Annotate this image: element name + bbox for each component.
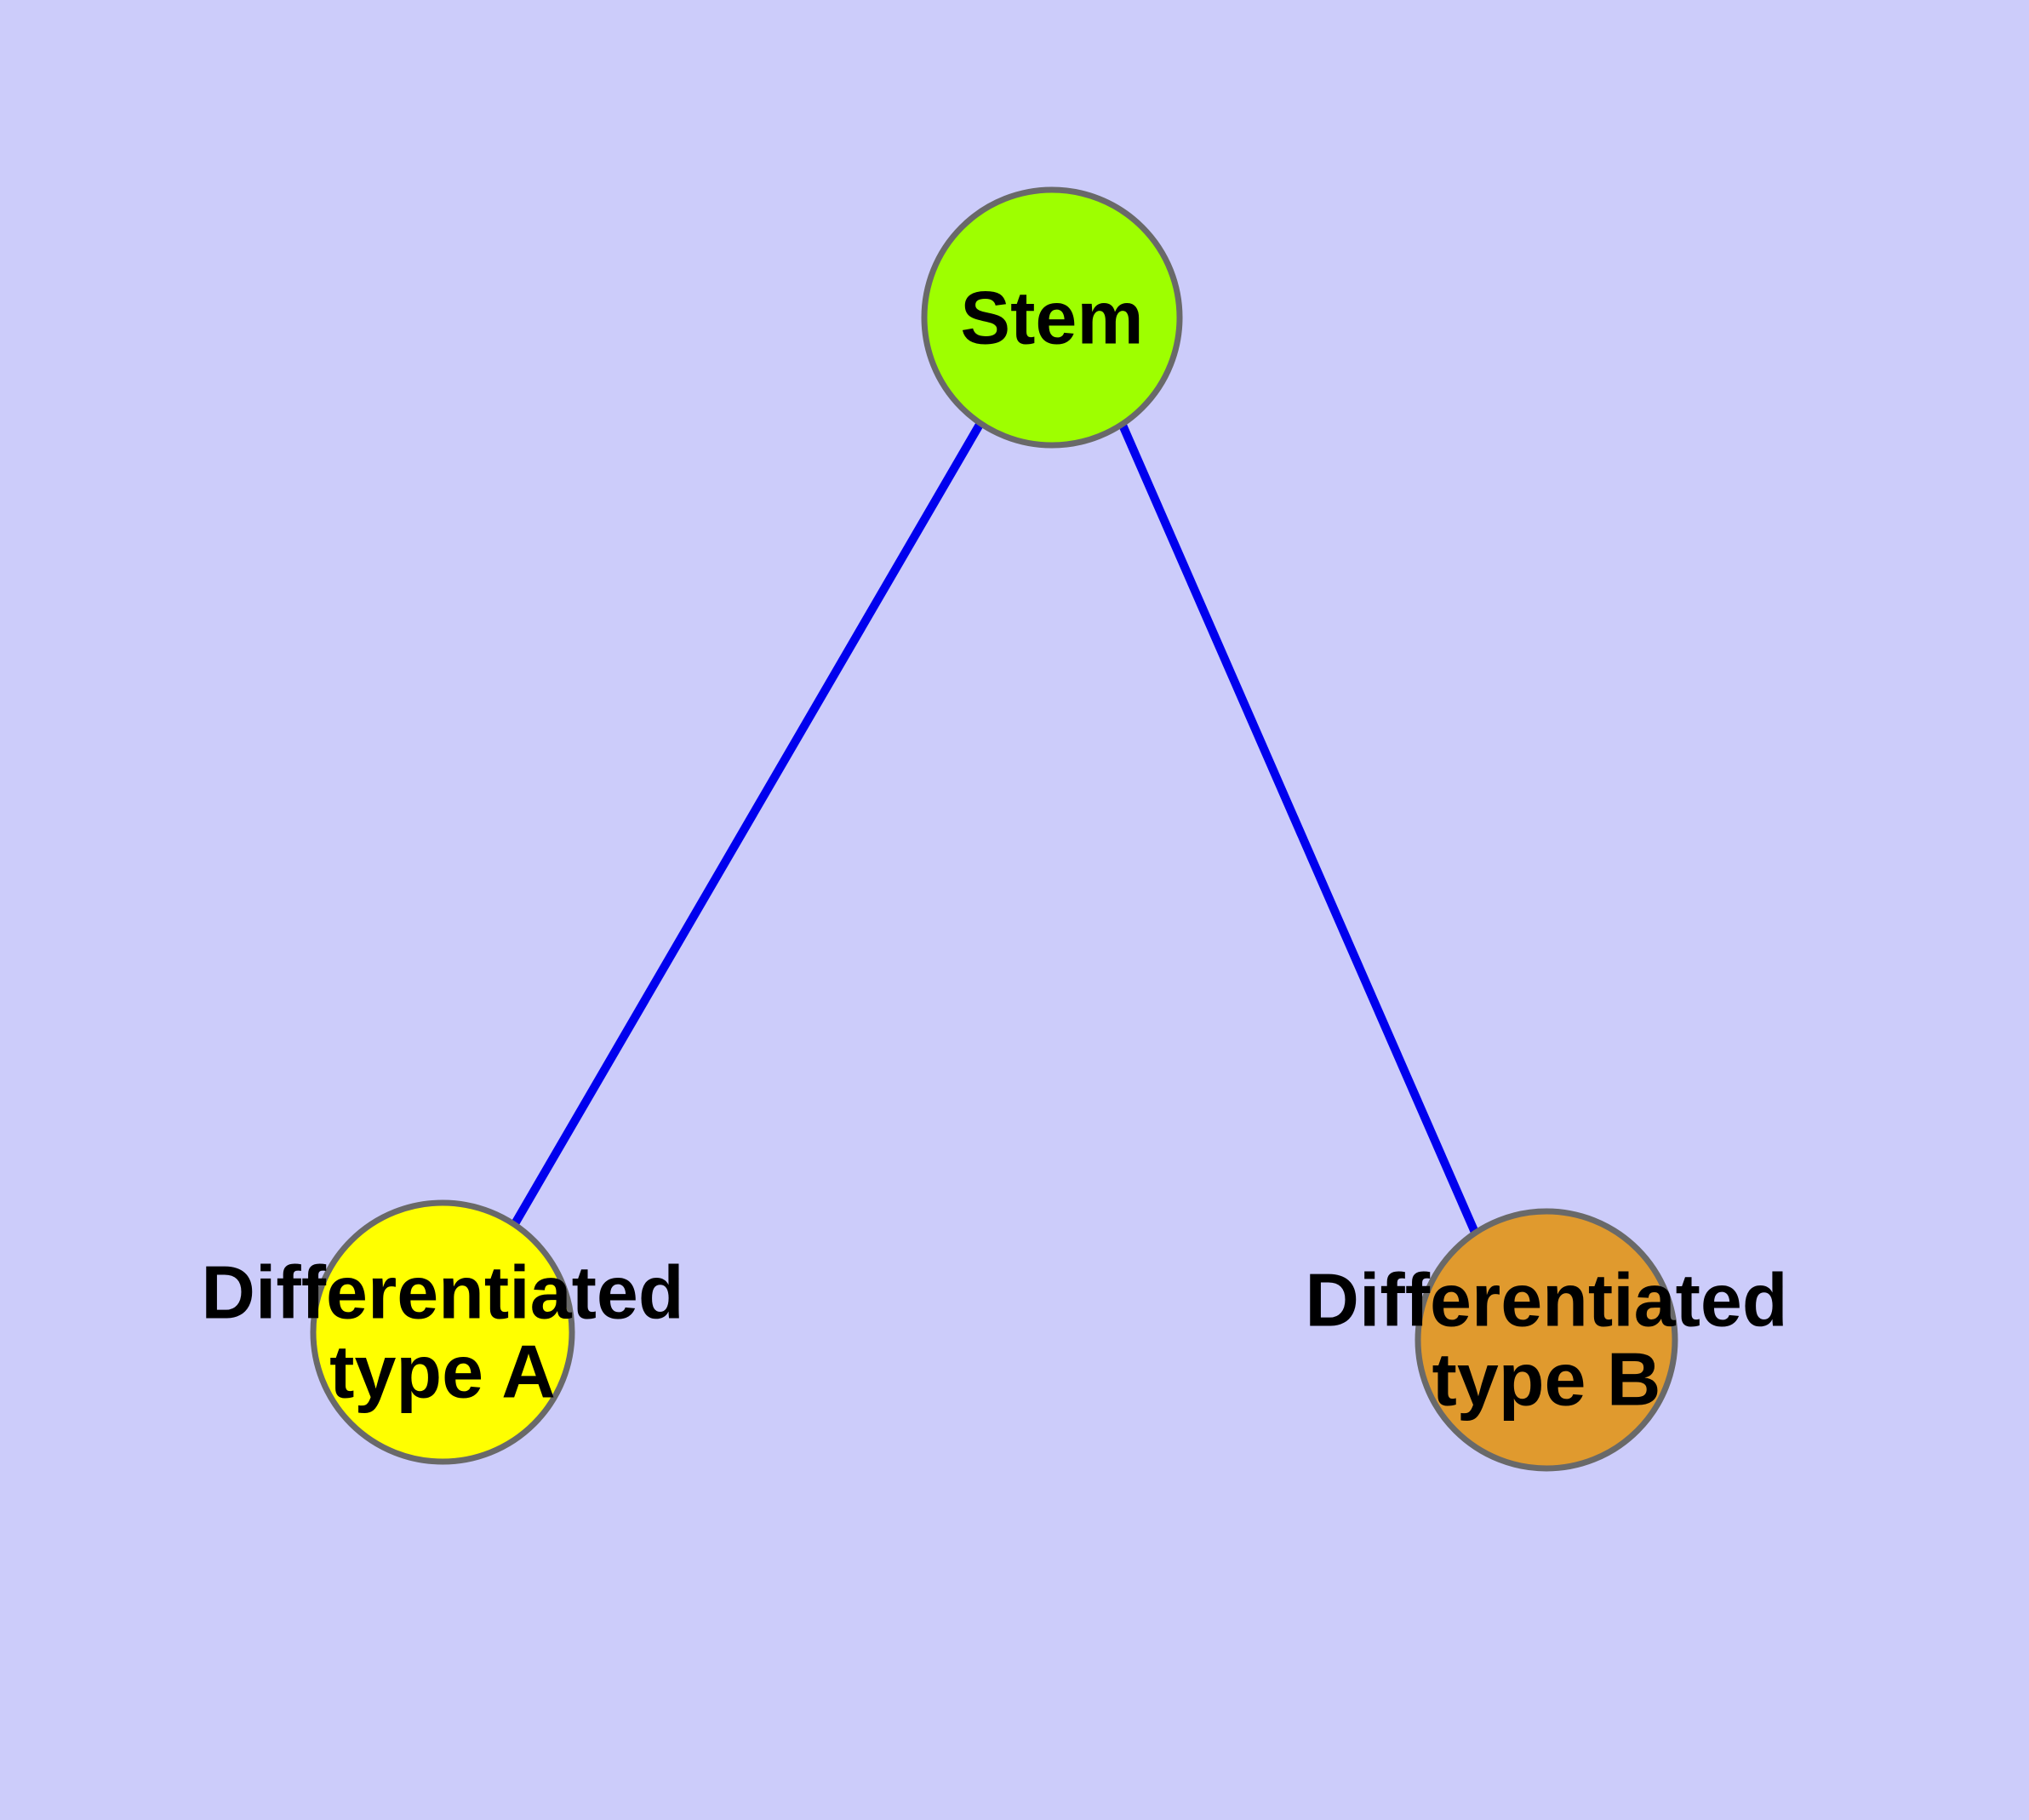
graph-edge-stem-to-diff-a[interactable] — [509, 421, 985, 1229]
nodes-group — [310, 186, 1678, 1472]
graph-node-diff-a[interactable] — [310, 1199, 575, 1465]
edges-group — [509, 421, 1480, 1237]
graph-edge-stem-to-diff-b[interactable] — [1117, 421, 1480, 1237]
graph-node-diff-b[interactable] — [1415, 1208, 1678, 1472]
graph-node-stem[interactable] — [921, 186, 1183, 449]
